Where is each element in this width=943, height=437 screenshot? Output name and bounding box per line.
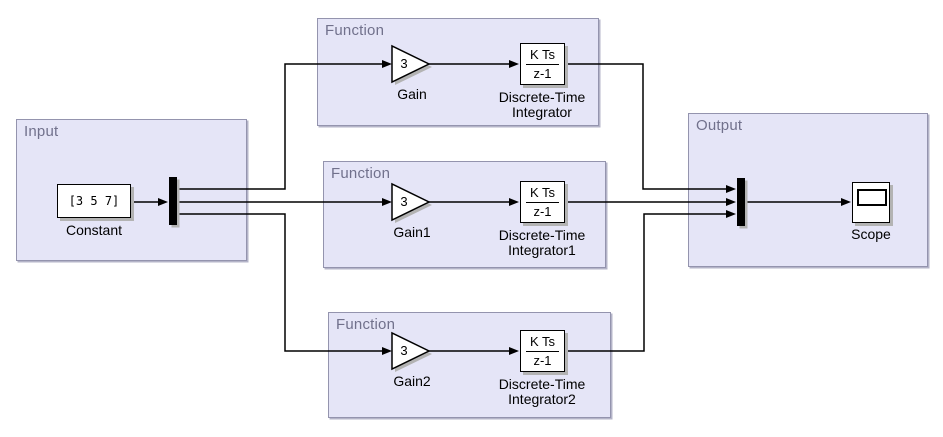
- gain-triangle-icon: [391, 331, 431, 371]
- integrator2-numerator: K Ts: [525, 334, 560, 352]
- arrowhead-icon: [726, 185, 736, 193]
- wire-segment: [177, 63, 383, 190]
- constant-block[interactable]: [3 5 7]: [57, 184, 131, 218]
- wire-demux-to-gain1[interactable]: [177, 198, 392, 206]
- arrowhead-icon: [382, 347, 392, 355]
- arrowhead-icon: [509, 347, 519, 355]
- gain-block[interactable]: [391, 44, 432, 85]
- wire-segment: [564, 213, 728, 352]
- arrowhead-icon: [382, 198, 392, 206]
- gain1-block[interactable]: [391, 182, 432, 223]
- integrator2-label: Discrete-Time Integrator2: [498, 376, 586, 407]
- arrowhead-icon: [726, 210, 736, 218]
- region-function-bottom-label: Function: [336, 316, 396, 333]
- wire-demux-to-gain2[interactable]: [177, 213, 392, 355]
- constant-label: Constant: [65, 222, 123, 238]
- scope-block[interactable]: [852, 182, 890, 223]
- mux-block[interactable]: [737, 178, 745, 226]
- arrowhead-icon: [158, 198, 168, 206]
- wire-constant-to-demux[interactable]: [131, 198, 168, 206]
- wire-gain1-to-integrator1[interactable]: [429, 198, 519, 206]
- gain2-value: 3: [400, 343, 408, 358]
- wire-segment: [564, 63, 728, 190]
- gain-value: 3: [400, 56, 408, 71]
- wire-integrator-to-mux[interactable]: [564, 63, 736, 193]
- region-input-label: Input: [24, 123, 59, 140]
- wire-integrator1-to-mux[interactable]: [564, 198, 736, 206]
- integrator-numerator: K Ts: [525, 47, 560, 65]
- region-output-label: Output: [696, 117, 743, 134]
- wire-integrator2-to-mux[interactable]: [564, 210, 736, 352]
- scope-label: Scope: [851, 226, 891, 242]
- gain1-value: 3: [400, 194, 408, 209]
- gain-triangle-icon: [391, 44, 431, 84]
- arrowhead-icon: [509, 60, 519, 68]
- wire-gain-to-integrator[interactable]: [429, 60, 519, 68]
- wire-gain2-to-integrator2[interactable]: [429, 347, 519, 355]
- integrator2-block[interactable]: K Ts z-1: [520, 330, 565, 372]
- gain2-label: Gain2: [393, 373, 431, 389]
- wire-demux-to-gain[interactable]: [177, 60, 392, 190]
- region-function-top-label: Function: [325, 22, 385, 39]
- integrator1-numerator: K Ts: [525, 185, 560, 203]
- gain-triangle-icon: [391, 182, 431, 222]
- arrowhead-icon: [509, 198, 519, 206]
- constant-value: [3 5 7]: [68, 194, 120, 208]
- integrator-denominator: z-1: [533, 65, 552, 81]
- demux-block[interactable]: [169, 177, 177, 225]
- integrator2-denominator: z-1: [533, 352, 552, 368]
- integrator1-denominator: z-1: [533, 203, 552, 219]
- arrowhead-icon: [726, 198, 736, 206]
- arrowhead-icon: [382, 60, 392, 68]
- gain2-block[interactable]: [391, 331, 432, 372]
- region-input[interactable]: Input: [16, 119, 247, 261]
- integrator1-label: Discrete-Time Integrator1: [498, 227, 586, 258]
- integrator1-block[interactable]: K Ts z-1: [520, 181, 565, 223]
- arrowhead-icon: [841, 198, 851, 206]
- region-function-middle-label: Function: [331, 165, 391, 182]
- gain-label: Gain: [397, 86, 427, 102]
- scope-screen-icon: [857, 189, 887, 206]
- integrator-block[interactable]: K Ts z-1: [520, 43, 565, 85]
- integrator-label: Discrete-Time Integrator: [498, 89, 586, 120]
- wire-segment: [177, 213, 383, 352]
- wire-mux-to-scope[interactable]: [745, 198, 851, 206]
- gain1-label: Gain1: [393, 224, 431, 240]
